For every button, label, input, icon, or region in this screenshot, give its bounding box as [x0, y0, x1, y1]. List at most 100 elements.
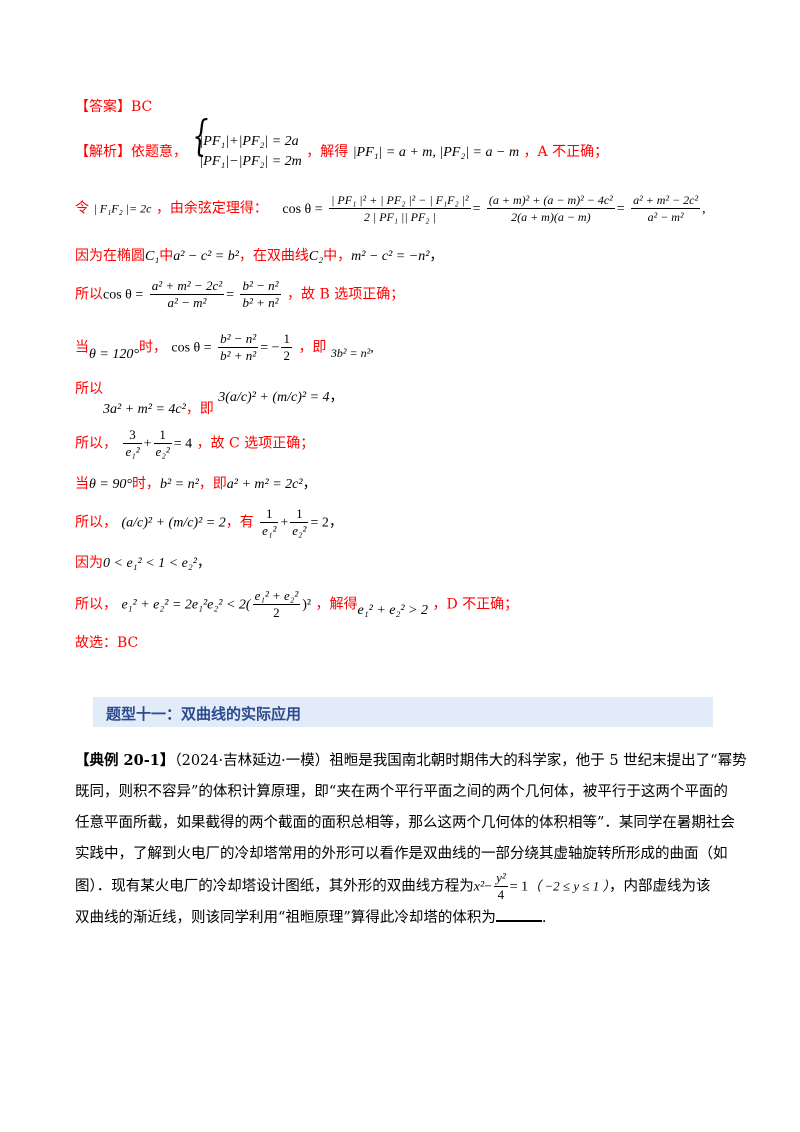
answer-line: 【答案】BC	[75, 96, 152, 116]
ji-text-2: ，即	[185, 401, 214, 417]
when-text-1b: 时，	[138, 339, 167, 356]
e-sum2: = 2	[310, 515, 329, 531]
example-text-4: 实践中，了解到火电厂的冷却塔常用的外形可以看作是双曲线的一部分绕其虚轴旋转所形成…	[75, 846, 728, 862]
so-f2-den: b² + n²	[242, 295, 279, 310]
example-label: 【典例 20-1】	[75, 752, 175, 769]
ellipse-text-2: 中	[159, 248, 174, 264]
hyperbola-x2: x²	[473, 879, 485, 895]
example-text-2: 既同，则积不容异”的体积计算原理，即“夹在两个平行平面之间的两个几何体，被平行于…	[75, 784, 728, 800]
option-b-verdict: ，故 B 选项正确；	[287, 286, 405, 303]
ineq2-tail: )²	[302, 597, 312, 613]
system-eq-2: |PF₁|−|PF₂| = 2m	[199, 154, 302, 169]
you-text: ，有	[225, 514, 254, 531]
option-d-verdict: ，D 不正确；	[432, 596, 519, 613]
hyperbola-symbol: C₂	[308, 249, 324, 264]
equation-ratio: 3(a/c)² + (m/c)² = 4	[218, 390, 330, 405]
example-line-6: 双曲线的渐近线，则该同学利用“祖暅原理”算得此冷却塔的体积为.	[75, 903, 737, 934]
section-header-band	[93, 697, 713, 727]
cos-f3-den: a² − m²	[647, 210, 684, 224]
ellipse-symbol: C₁	[145, 249, 160, 264]
theta-120: θ = 120°	[89, 346, 139, 362]
solve-text: ，解得	[306, 144, 349, 160]
hyperbola-text-2: 中，	[323, 248, 352, 264]
system-eq-1: |PF₁|+|PF₂| = 2a	[199, 134, 299, 149]
e-frac3-num: 1	[260, 506, 279, 523]
relation-3b: 3b² = n²	[330, 345, 371, 360]
inequality: 0 < e₁² < 1 < e₂²	[103, 556, 197, 571]
e-frac3-den: e₁²	[262, 523, 277, 538]
y-range: （ −2 ≤ y ≤ 1 ）	[528, 878, 609, 894]
when-text-1: 当	[75, 339, 89, 356]
section-title: 题型十一：双曲线的实际应用	[106, 705, 302, 723]
ellipse-hyperbola-line: 因为在椭圆C₁中a² − c² = b²，在双曲线C₂中，m² − c² = −…	[75, 248, 444, 264]
ji-text-3: ，即	[198, 476, 227, 492]
e-eq4: = 4	[173, 436, 193, 452]
b-eq-n: b² = n²	[159, 477, 199, 492]
example-line-1: 【典例 20-1】（2024·吉林延边·一模）祖暅是我国南北朝时期伟大的科学家，…	[75, 745, 747, 777]
cos120-lhs: cos θ =	[171, 340, 212, 356]
let-text: 令	[75, 200, 89, 217]
cos-law-text: ，由余弦定理得：	[155, 200, 268, 217]
equation-system: |PF₁|+|PF₂| = 2a |PF₁|−|PF₂| = 2m	[191, 132, 301, 172]
inequality-3: e₁² + e₂² > 2	[357, 602, 428, 618]
analysis-line-1: 【解析】依题意， |PF₁|+|PF₂| = 2a |PF₁|−|PF₂| = …	[75, 132, 608, 172]
ineq2-den: 2	[273, 605, 280, 620]
so-f1-den: a² − m²	[167, 295, 207, 310]
so-text-3: 所以，	[75, 514, 117, 531]
so-text-2: 所以，	[75, 435, 117, 452]
half-den: 2	[283, 348, 290, 363]
hyperbola-num: y²	[494, 870, 508, 887]
half-num: 1	[281, 331, 292, 348]
theta-90-line: 当θ = 90°时，b² = n²，即a² + m² = 2c²，	[75, 476, 317, 492]
because-line: 因为0 < e₁² < 1 < e₂²，	[75, 555, 211, 571]
example-problem: 【典例 20-1】（2024·吉林延边·一模）祖暅是我国南北朝时期伟大的科学家，…	[75, 745, 747, 934]
example-text-3: 任意平面所截，如果截得的两个截面的面积总相等，那么这两个几何体的体积相等”．某同…	[75, 815, 735, 831]
when-text-2: 当	[75, 476, 89, 492]
solve-result: |PF₁| = a + m, |PF₂| = a − m	[352, 145, 520, 160]
so-f2-num: b² − n²	[240, 278, 281, 295]
solve-text-2: ，解得	[315, 596, 358, 613]
when-text-2b: 时，	[131, 476, 160, 492]
hyperbola-text: ，在双曲线	[238, 248, 309, 264]
ellipse-relation: a² − c² = b²	[173, 249, 239, 264]
cos-f2-num: (a + m)² + (a − m)² − 4c²	[486, 193, 615, 209]
hyperbola-relation: m² − c² = −n²	[351, 249, 430, 264]
choose-line: 故选：BC	[75, 632, 138, 652]
answer-blank[interactable]	[495, 906, 542, 922]
equation-3a: 3a² + m² = 4c²	[103, 402, 186, 417]
cos-f1-den: 2 | PF₁ || PF₂ |	[363, 210, 436, 224]
e-frac2-den: e₂²	[155, 444, 170, 459]
so-cos-lhs: cos θ =	[103, 287, 144, 303]
hyperbola-minus: −	[484, 879, 493, 895]
cos-f3-num: a² + m² − 2c²	[631, 193, 701, 209]
example-source: （2024·吉林延边·一模）	[174, 753, 330, 769]
final-choice: 故选：BC	[75, 635, 139, 651]
analysis-label: 【解析】	[75, 144, 131, 160]
so-text-4: 所以，	[75, 596, 117, 613]
option-a-verdict: ，A 不正确；	[523, 144, 609, 160]
e-frac2-num: 1	[153, 427, 172, 444]
hyperbola-den: 4	[497, 887, 505, 902]
so-f1-num: a² + m² − 2c²	[149, 278, 225, 295]
cos-f1-num: | PF₁ |² + | PF₂ |² − | F₁F₂ |²	[329, 193, 471, 209]
inequality-2: e₁² + e₂² = 2e₁²e₂² < 2(	[121, 597, 251, 613]
theta-90: θ = 90°	[89, 477, 132, 492]
a-m-eq: a² + m² = 2c²	[226, 477, 303, 492]
cosine-law-line: 令 | F₁F₂ |= 2c ，由余弦定理得： cos θ = | PF₁ |²…	[75, 192, 706, 225]
example-text-5b: ，内部虚线为该	[608, 878, 711, 895]
answer-label: 【答案】	[75, 99, 131, 115]
analysis-intro: 依题意，	[131, 144, 187, 160]
relation-3a-line: 所以 3a² + m² = 4c²，即 3(a/c)² + (m/c)² = 4…	[75, 381, 344, 417]
